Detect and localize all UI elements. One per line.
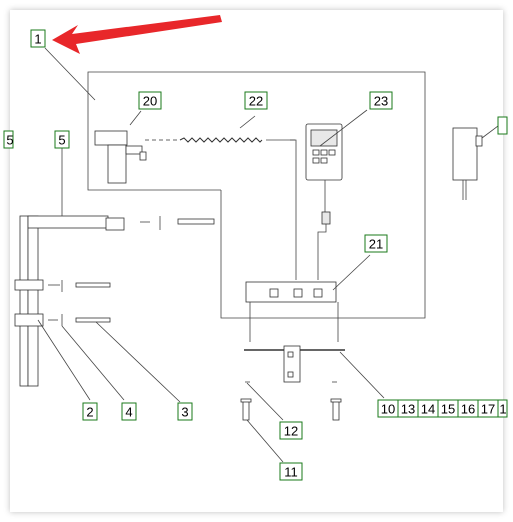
callout-22[interactable]: 22 xyxy=(244,91,268,110)
callout-23[interactable]: 23 xyxy=(369,91,393,110)
arm-assembly-5 xyxy=(14,148,215,403)
callout-16-label: 16 xyxy=(461,402,475,417)
callout-right-partial[interactable] xyxy=(497,116,508,135)
callout-17[interactable]: 17 xyxy=(477,399,499,418)
handheld-device xyxy=(452,125,499,200)
callout-2[interactable]: 2 xyxy=(82,402,98,421)
callout-4[interactable]: 4 xyxy=(121,402,137,421)
callout-13[interactable]: 13 xyxy=(397,399,419,418)
callout-5-edge[interactable]: 5 xyxy=(3,130,14,149)
pointer-arrow xyxy=(52,15,222,54)
callout-12[interactable]: 12 xyxy=(279,421,303,440)
callout-10[interactable]: 10 xyxy=(377,399,399,418)
connector-20 xyxy=(94,110,147,184)
callout-3-label: 3 xyxy=(181,405,188,420)
mounting-bracket xyxy=(244,345,385,399)
controller-23 xyxy=(305,109,368,280)
callout-20-label: 20 xyxy=(143,94,157,109)
callout-17-label: 17 xyxy=(481,402,495,417)
callout-11-label: 11 xyxy=(284,465,298,480)
callout-5-edge-label: 5 xyxy=(6,133,13,148)
callout-1-label: 1 xyxy=(34,32,41,47)
terminal-strip-21 xyxy=(245,254,371,342)
callout-20[interactable]: 20 xyxy=(138,91,162,110)
callout-21[interactable]: 21 xyxy=(364,234,388,253)
callout-13-label: 13 xyxy=(401,402,415,417)
callout-15[interactable]: 15 xyxy=(437,399,459,418)
callout-18-partial-label: 1 xyxy=(499,402,506,417)
enclosure-outline xyxy=(87,71,426,319)
callout-1[interactable]: 1 xyxy=(30,29,46,48)
callout-5-label: 5 xyxy=(58,133,65,148)
callout-12-label: 12 xyxy=(284,424,298,439)
screws-11 xyxy=(240,382,342,463)
callout-23-label: 23 xyxy=(374,94,388,109)
callout-14-label: 14 xyxy=(421,402,435,417)
callout-4-label: 4 xyxy=(125,405,132,420)
callout-3[interactable]: 3 xyxy=(177,402,193,421)
cable-22 xyxy=(145,115,297,280)
leader-1 xyxy=(44,47,96,101)
callout-14[interactable]: 14 xyxy=(417,399,439,418)
callout-22-label: 22 xyxy=(249,94,263,109)
callout-21-label: 21 xyxy=(369,237,383,252)
callout-11[interactable]: 11 xyxy=(279,462,303,481)
callout-10-label: 10 xyxy=(381,402,395,417)
callout-2-label: 2 xyxy=(86,405,93,420)
callout-16[interactable]: 16 xyxy=(457,399,479,418)
callout-15-label: 15 xyxy=(441,402,455,417)
callout-18-partial[interactable]: 1 xyxy=(497,399,508,418)
callout-5[interactable]: 5 xyxy=(54,130,70,149)
